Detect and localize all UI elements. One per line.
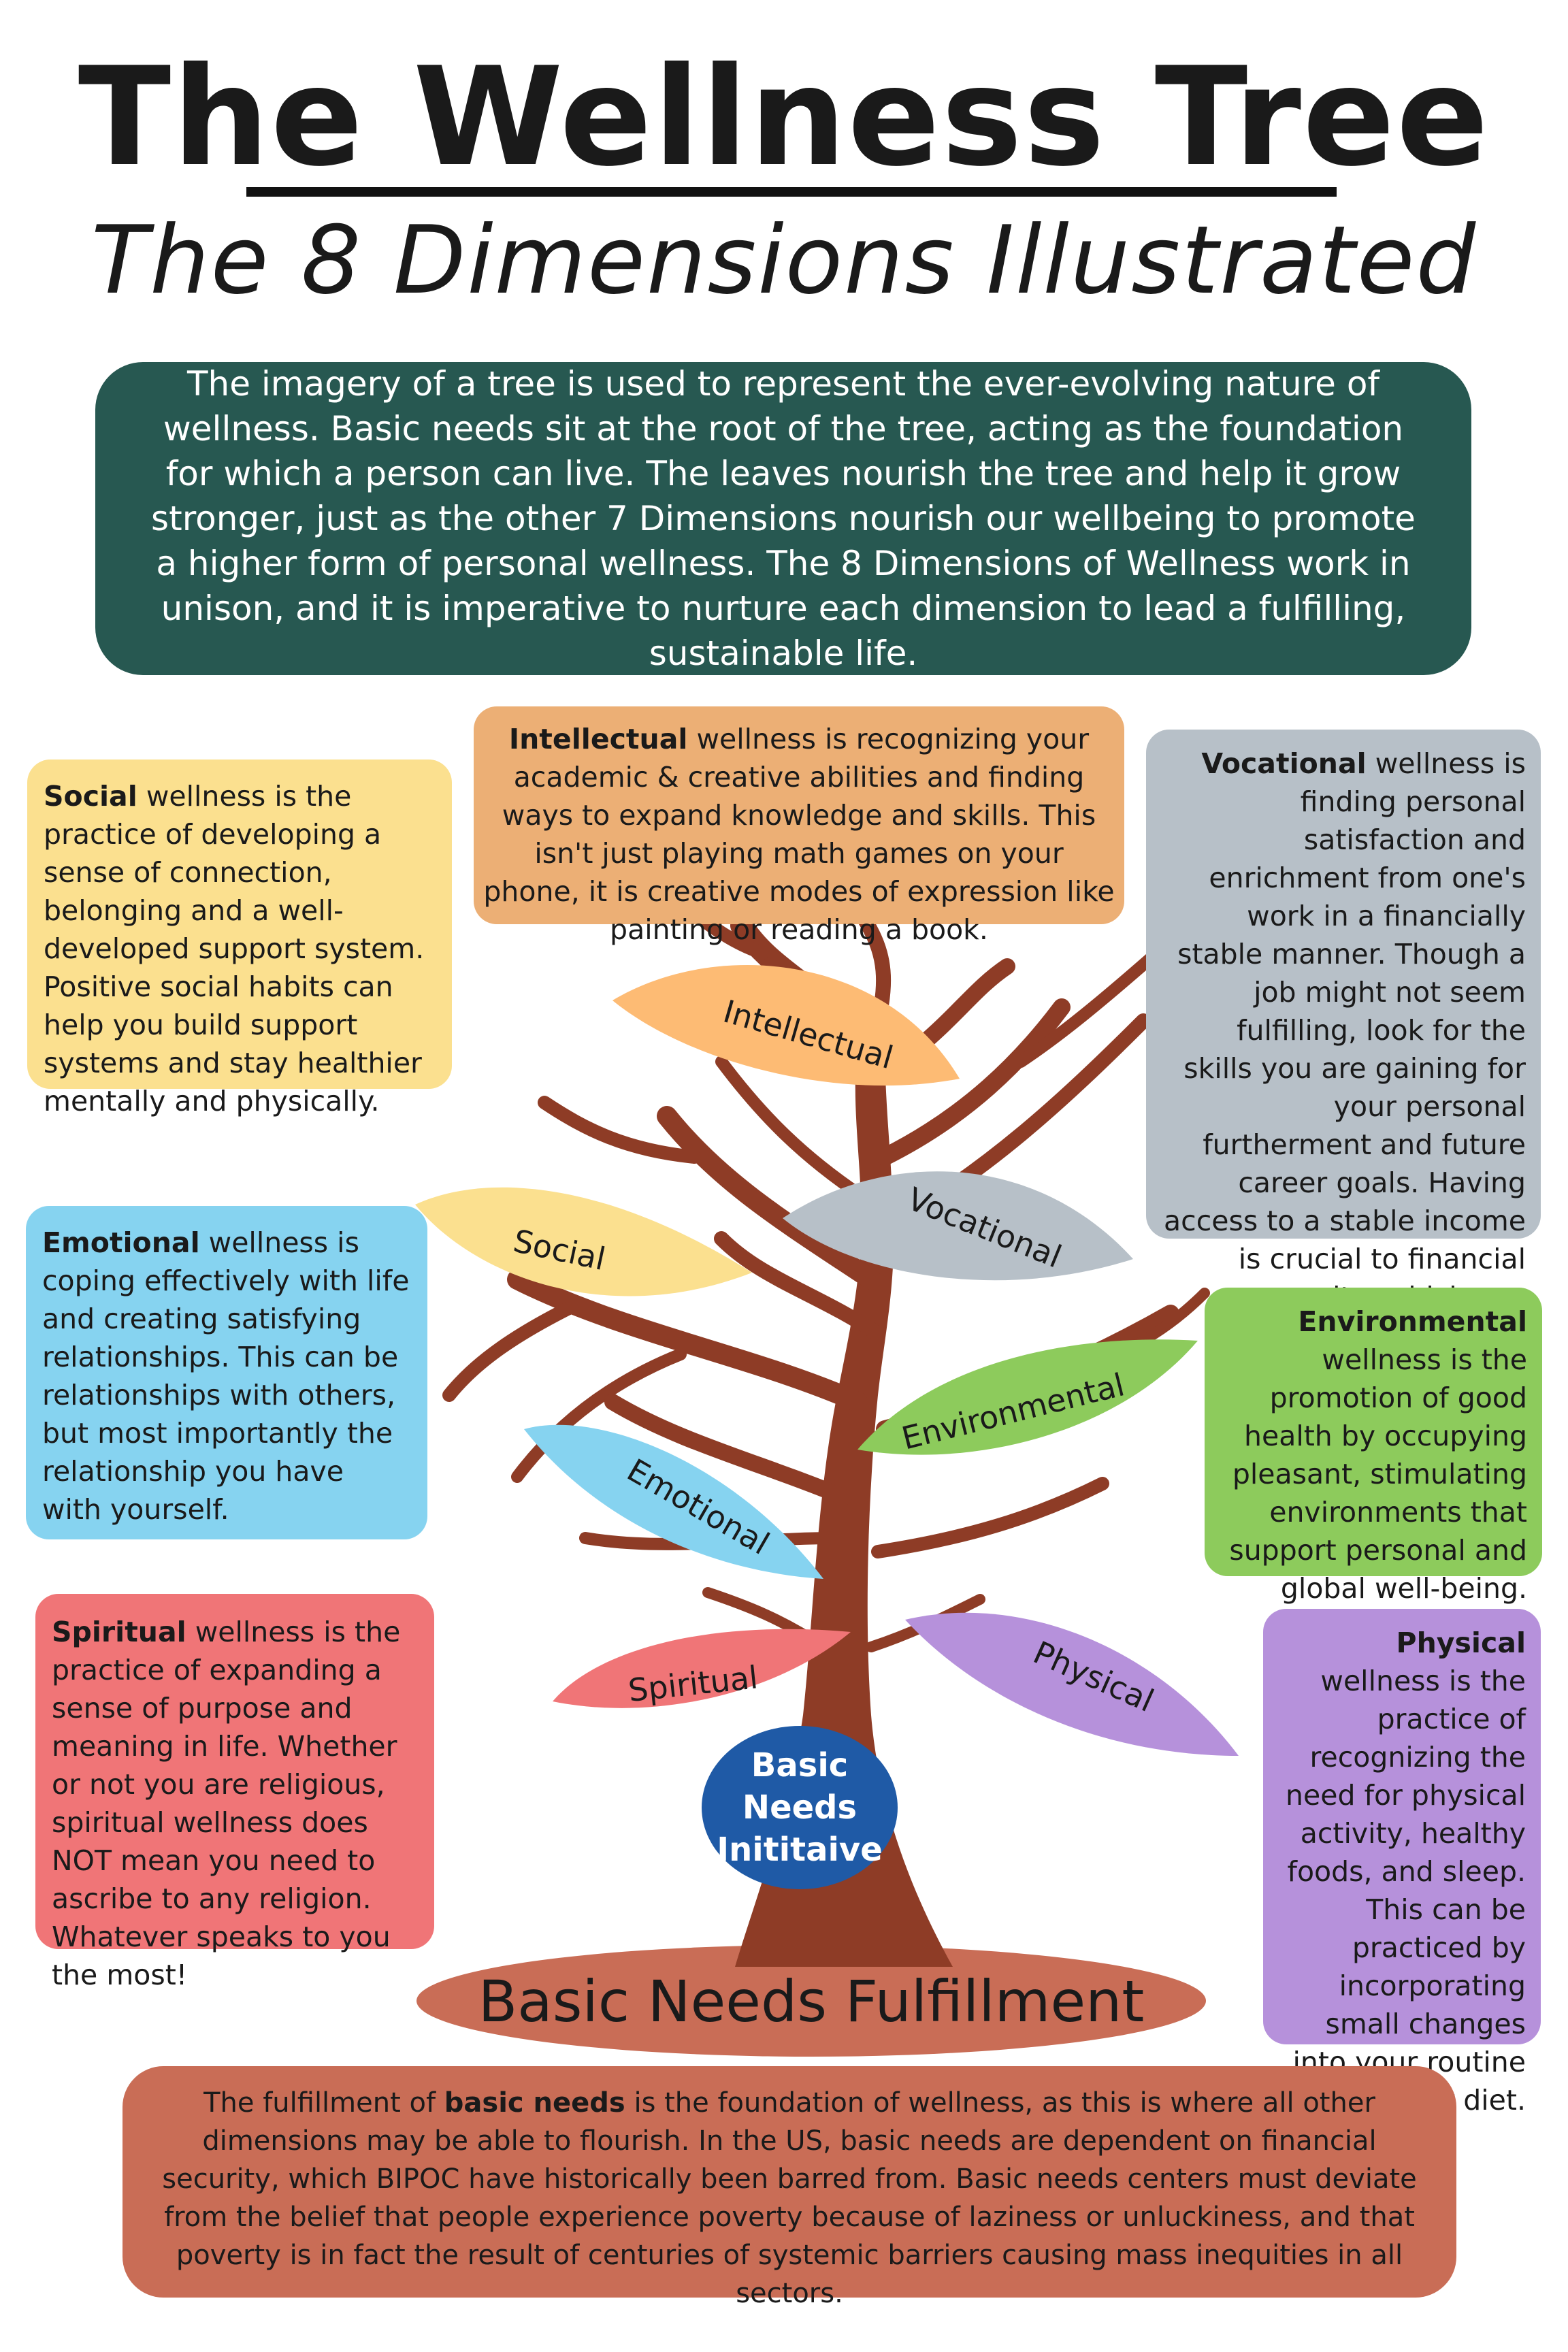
bottom-pre: The fulfillment of (203, 2087, 444, 2119)
spiritual-term: Spiritual (52, 1616, 186, 1648)
social-description: Social wellness is the practice of devel… (27, 760, 452, 1117)
leaf-social (415, 1187, 752, 1296)
environmental-text: wellness is the promotion of good health… (1229, 1343, 1527, 1605)
leaf-emotional (524, 1424, 823, 1579)
leaf-environmental (858, 1339, 1198, 1455)
foundation-label: Basic Needs Fulfillment (478, 1968, 1145, 2035)
vocational-term: Vocational (1201, 747, 1367, 780)
environmental-term: Environmental (1298, 1305, 1527, 1338)
intro-panel: The imagery of a tree is used to represe… (95, 362, 1471, 675)
bottom-text: is the foundation of wellness, as this i… (162, 2087, 1417, 2309)
intellectual-term: Intellectual (508, 723, 688, 755)
intellectual-description: Intellectual wellness is recognizing you… (474, 706, 1124, 946)
emotional-description: Emotional wellness is coping effectively… (26, 1206, 427, 1539)
leaf-physical (905, 1612, 1239, 1756)
bottom-term: basic needs (444, 2087, 625, 2119)
tree-branches (442, 864, 1210, 1652)
basic-needs-badge (702, 1726, 898, 1889)
physical-text: wellness is the practice of recognizing … (1286, 1665, 1526, 2117)
badge-line-2: Needs (742, 1788, 857, 1827)
physical-term: Physical (1396, 1627, 1526, 1659)
spiritual-description: Spiritual wellness is the practice of ex… (35, 1594, 434, 1991)
emotional-term: Emotional (42, 1226, 200, 1259)
social-text: wellness is the practice of developing a… (44, 780, 425, 1117)
badge-line-1: Basic (751, 1746, 848, 1784)
spiritual-text: wellness is the practice of expanding a … (52, 1616, 401, 1991)
vocational-description: Vocational wellness is finding personal … (1146, 730, 1541, 1390)
environmental-description: Environmental wellness is the promotion … (1205, 1288, 1542, 1605)
emotional-text: wellness is coping effectively with life… (42, 1226, 410, 1526)
leaf-spiritual (553, 1629, 851, 1708)
social-term: Social (44, 780, 137, 813)
intellectual-text: wellness is recognizing your academic & … (483, 723, 1115, 946)
page-title: The Wellness Tree (78, 38, 1490, 197)
intro-text: The imagery of a tree is used to represe… (151, 364, 1416, 673)
physical-description: Physical wellness is the practice of rec… (1263, 1609, 1541, 2117)
basic-needs-description: The fulfillment of basic needs is the fo… (122, 2066, 1456, 2309)
foundation-ellipse (416, 1945, 1206, 2057)
badge-line-3: Inititaive (717, 1831, 883, 1869)
leaf-intellectual (612, 965, 960, 1086)
title-underline (246, 187, 1337, 197)
leaf-vocational (783, 1171, 1133, 1281)
page-subtitle: The 8 Dimensions Illustrated (91, 206, 1477, 315)
